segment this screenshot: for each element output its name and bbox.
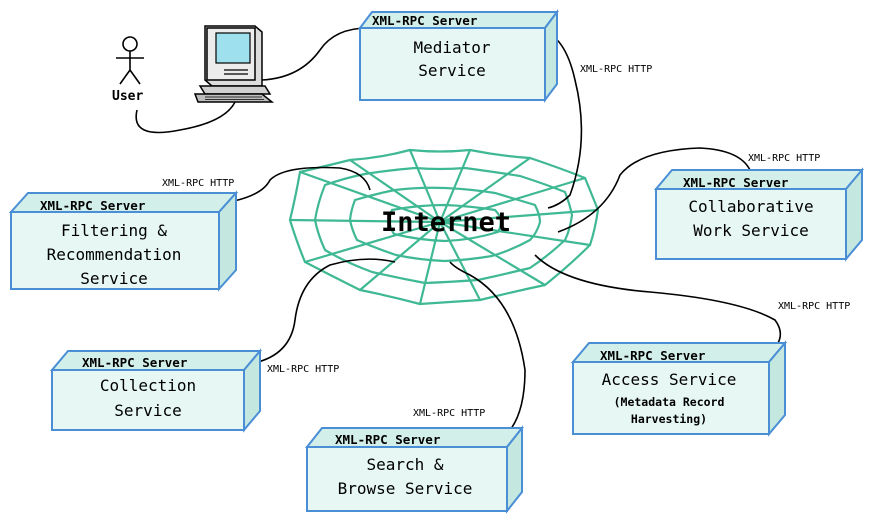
- filtering-internet-wire: [207, 166, 371, 206]
- collaborative-protocol-label: XML-RPC HTTP: [748, 153, 820, 164]
- network-connections: [135, 27, 782, 443]
- search-service-line-1: Search &: [366, 455, 443, 474]
- search-server-header: XML-RPC Server: [335, 432, 441, 447]
- filtering-server-header: XML-RPC Server: [40, 198, 146, 213]
- search-internet-wire: [449, 261, 526, 443]
- access-internet-wire: [534, 254, 782, 359]
- internet-label: Internet: [381, 207, 511, 238]
- mediator-service-line-1: Mediator: [413, 38, 490, 57]
- access-service-sub-line-1: (Metadata Record: [614, 395, 725, 409]
- access-service-node: XML-RPC Server Access Service (Metadata …: [570, 340, 788, 437]
- desktop-computer-icon: [193, 25, 275, 103]
- internet-web-icon: [288, 148, 600, 306]
- collection-server-header: XML-RPC Server: [82, 355, 188, 370]
- access-protocol-label: XML-RPC HTTP: [778, 301, 850, 312]
- collection-service-line-2: Service: [114, 401, 181, 420]
- collection-service-line-1: Collection: [100, 376, 196, 395]
- collaborative-service-line-2: Work Service: [693, 221, 809, 240]
- filtering-service-node: XML-RPC Server Filtering & Recommendatio…: [8, 190, 239, 292]
- collaborative-internet-wire: [557, 147, 751, 233]
- mediator-service-node: XML-RPC Server Mediator Service: [358, 9, 559, 103]
- user-label: User: [112, 89, 143, 104]
- collection-internet-wire: [241, 258, 396, 366]
- search-protocol-label: XML-RPC HTTP: [413, 408, 485, 419]
- collaborative-service-line-1: Collaborative: [688, 197, 813, 216]
- collection-service-node: XML-RPC Server Collection Service: [49, 348, 263, 433]
- collaborative-service-node: XML-RPC Server Collaborative Work Servic…: [653, 167, 865, 262]
- filtering-service-line-2: Recommendation: [47, 245, 182, 264]
- mediator-server-header: XML-RPC Server: [372, 13, 478, 28]
- user-computer-wire: [135, 101, 236, 134]
- user-stick-figure-icon: [116, 36, 144, 85]
- collaborative-server-header: XML-RPC Server: [683, 175, 789, 190]
- search-service-line-2: Browse Service: [338, 479, 473, 498]
- mediator-protocol-label: XML-RPC HTTP: [580, 64, 652, 75]
- collection-protocol-label: XML-RPC HTTP: [267, 364, 339, 375]
- filtering-service-line-3: Service: [80, 269, 147, 288]
- mediator-internet-wire: [539, 29, 583, 209]
- filtering-protocol-label: XML-RPC HTTP: [162, 178, 234, 189]
- filtering-service-line-1: Filtering &: [61, 221, 167, 240]
- search-service-node: XML-RPC Server Search & Browse Service: [304, 425, 525, 514]
- access-server-header: XML-RPC Server: [600, 348, 706, 363]
- computer-mediator-wire: [261, 27, 369, 81]
- mediator-service-line-2: Service: [418, 61, 485, 80]
- access-service-sub-line-2: Harvesting): [631, 412, 707, 426]
- access-service-line-1: Access Service: [602, 370, 737, 389]
